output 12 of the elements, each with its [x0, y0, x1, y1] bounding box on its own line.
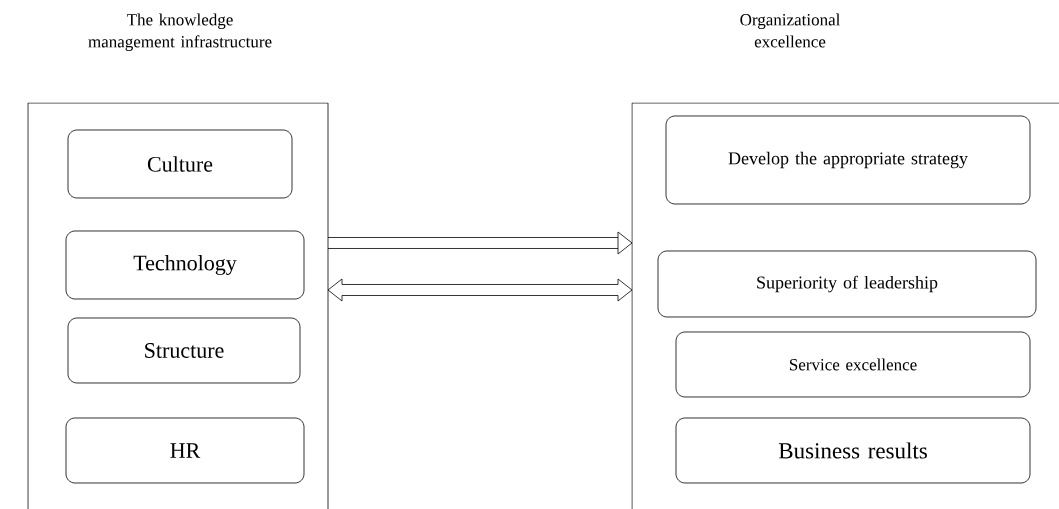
- rounded-box: Culture: [67, 129, 293, 199]
- rounded-box: Business results: [675, 417, 1031, 484]
- rounded-box: HR: [65, 417, 305, 484]
- double-arrow: [327, 278, 633, 302]
- rounded-box: Develop the appropriate strategy: [665, 115, 1031, 205]
- rounded-box: Service excellence: [675, 331, 1031, 398]
- rounded-box: Structure: [67, 317, 301, 384]
- rounded-box: Superiority of leadership: [657, 250, 1037, 318]
- double-arrow: [327, 231, 633, 255]
- panel-title: The knowledge management infrastructure: [88, 13, 272, 51]
- rounded-box: Technology: [65, 230, 305, 300]
- panel-title: Organizational excellence: [740, 13, 841, 48]
